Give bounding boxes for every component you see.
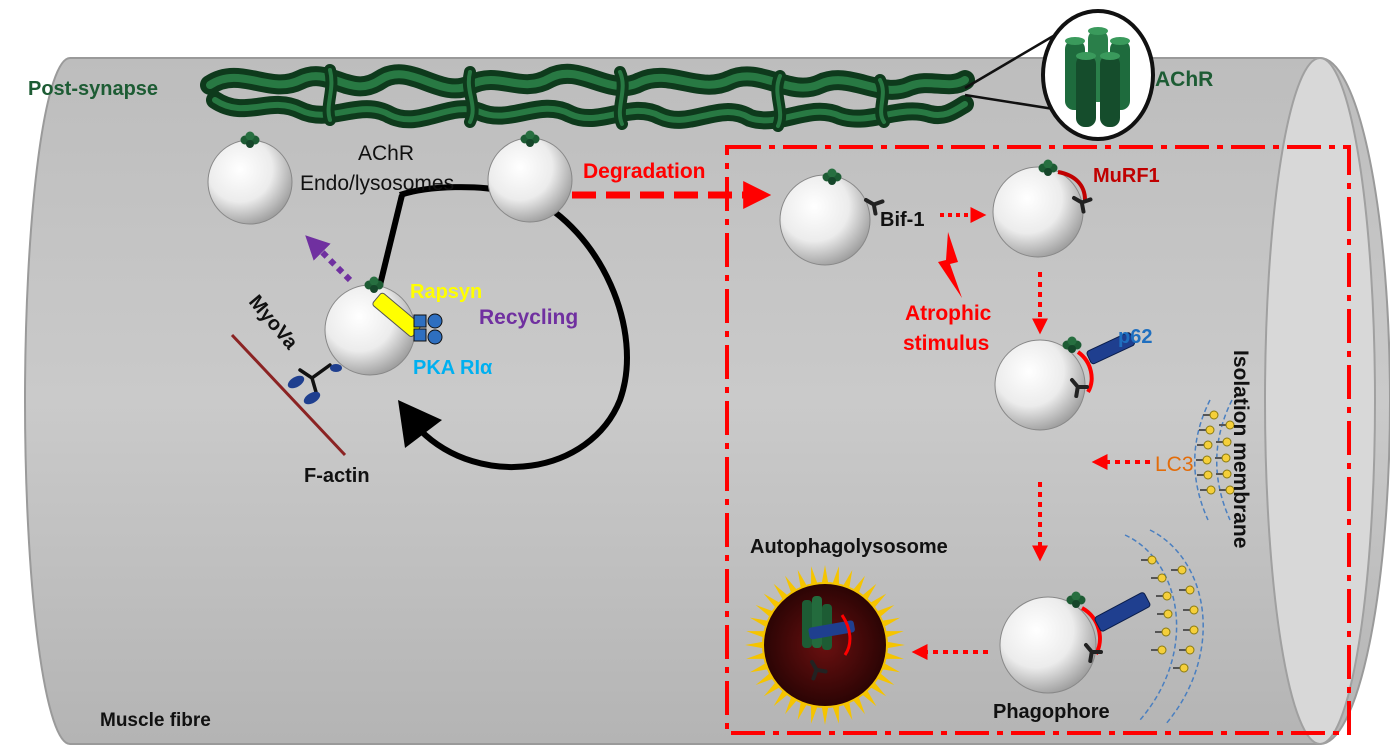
phagophore-vesicle [999,591,1151,694]
autophagolysosome-spike [797,569,808,590]
autophagolysosome-spike [749,662,770,673]
autophagolysosome-spike [749,617,770,628]
achr-zoom-callout [964,9,1155,141]
lc3-label: LC3 [1155,453,1194,476]
p62-icon [1086,332,1135,365]
autophagolysosome-spike [880,662,901,673]
autophagolysosome-spike [811,703,819,724]
murf1-vesicle [992,159,1093,258]
phagophore-p62-icon [1094,592,1151,632]
muscle-fibre-label: Muscle fibre [100,710,211,731]
rapsyn-label: Rapsyn [410,281,482,303]
endosome-vesicle-2 [487,130,573,223]
autophagolysosome-icon [745,565,905,725]
pka-rialpha-icon [413,313,443,345]
degradation-label: Degradation [583,160,706,183]
atrophic-label-line2: stimulus [903,332,989,355]
autophagolysosome-spike [746,631,767,639]
post-synapse-membrane [200,63,975,132]
diagram-labels: Post-synapse AChR AChR Endo/lysosomes De… [28,68,1252,731]
autophagolysosome-spike [797,700,808,721]
isolation-membrane-label: Isolation membrane [1229,350,1252,548]
recycling-loop-arrow [377,184,630,471]
f-actin-label: F-actin [304,465,370,487]
autophagolysosome-spike [811,566,819,587]
degradation-region-box [725,145,1351,735]
achr-pentamer-icon [1065,27,1130,127]
autophagolysosome-spike [831,566,839,587]
autophagolysosome-spike [883,631,904,639]
achr-endo-label-line1: AChR [358,142,414,165]
autophagolysosome-spike [842,700,853,721]
recycling-label: Recycling [479,306,578,329]
achr-endo-label-line2: Endo/lysosomes [300,172,454,195]
murf1-label: MuRF1 [1093,165,1160,187]
bif1-label: Bif-1 [880,209,924,231]
phagophore-label: Phagophore [993,701,1110,723]
f-actin-filament [230,333,347,457]
myova-motor-icon [287,363,342,405]
bif1-vesicle [779,168,885,266]
autophagolysosome-spike [884,641,905,649]
p62-vesicle [994,332,1135,431]
autophagolysosome-spike [880,617,901,628]
autophagolysosome-spike [831,703,839,724]
atrophic-lightning-icon [938,232,962,298]
autophagolysosome-label: Autophagolysosome [750,536,948,558]
autophagolysosome-spike [883,651,904,659]
purple-transport-arrow [305,235,353,283]
pka-label: PKA RIα [413,357,493,379]
autophagolysosome-spike [746,651,767,659]
achr-zoom-label: AChR [1155,68,1213,91]
autophagolysosome-spike [821,704,829,725]
autophagolysosome-spike [821,565,829,586]
atrophic-label-line1: Atrophic [905,302,992,325]
post-synapse-label: Post-synapse [28,78,158,100]
isolation-membrane-lower [1124,529,1204,726]
autophagolysosome-spike [842,569,853,590]
p62-label: p62 [1118,326,1152,348]
autophagolysosome-spike [745,641,766,649]
endosome-vesicle-1 [207,131,293,225]
recycling-vesicle [287,276,443,405]
